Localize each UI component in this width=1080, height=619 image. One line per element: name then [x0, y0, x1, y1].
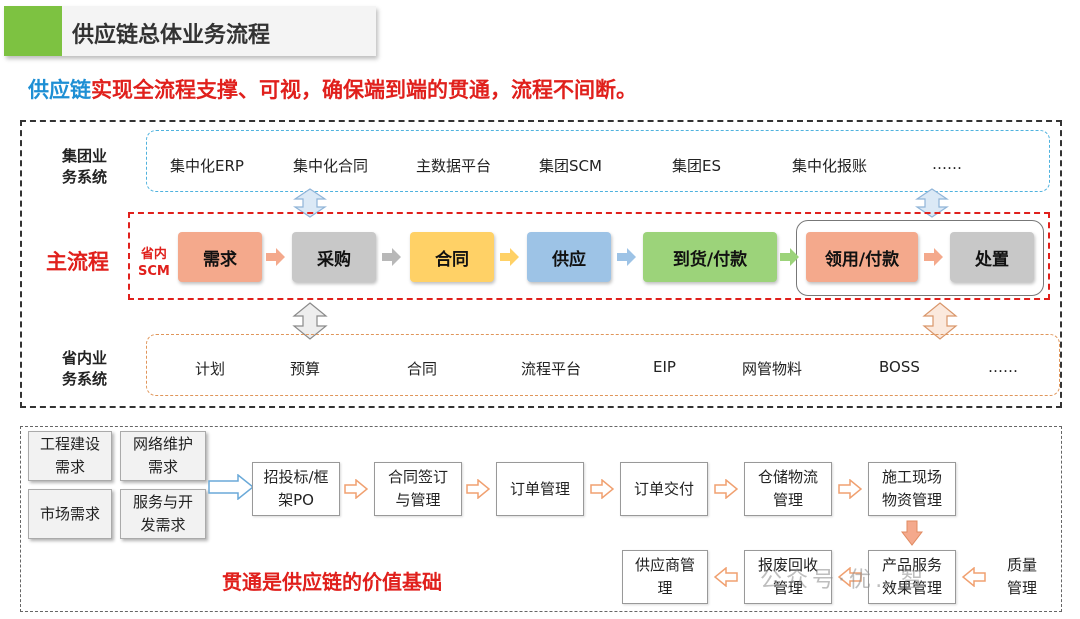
province-system-item: 合同: [407, 360, 438, 378]
province-system-item: 流程平台: [521, 360, 582, 378]
flow-step: 采购: [292, 232, 376, 282]
watermark: 公众号·优…智: [760, 568, 927, 593]
province-systems-label: 省内业 务系统: [62, 349, 108, 388]
subtitle-highlight: 供应链: [28, 78, 91, 102]
subtitle-rest: 实现全流程支撑、可视，确保端到端的贯通，流程不间断。: [91, 78, 637, 102]
double-arrow-icon: [915, 188, 949, 218]
arrow-right-icon: [208, 474, 254, 500]
main-flow-label: 主流程: [46, 250, 109, 274]
process-box: 报废回收管理: [744, 550, 832, 604]
province-system-item: 预算: [290, 360, 321, 378]
arrow-right-icon: [714, 479, 738, 499]
double-arrow-icon: [292, 302, 328, 340]
arrow-right-icon: [344, 479, 368, 499]
flow-step: 需求: [178, 232, 262, 282]
arrow-right-icon: [500, 248, 519, 266]
flow-step: 处置: [950, 232, 1034, 282]
province-system-item: ……: [988, 358, 1018, 376]
arrow-right-icon: [838, 479, 862, 499]
group-system-item: ……: [932, 155, 962, 173]
group-system-item: 集中化ERP: [170, 157, 244, 175]
double-arrow-icon: [922, 302, 958, 340]
scm-label: 省内 SCM: [138, 247, 170, 279]
arrow-right-icon: [590, 479, 614, 499]
process-box: 产品服务效果管理: [868, 550, 956, 604]
arrow-right-icon: [266, 248, 285, 266]
arrow-left-icon: [838, 567, 862, 587]
arrow-right-icon: [924, 248, 943, 266]
double-arrow-icon: [293, 188, 327, 218]
province-system-item: 计划: [195, 360, 226, 378]
process-box: 供应商管理: [622, 550, 708, 604]
requirement-box: 工程建设需求: [28, 431, 112, 481]
process-box: 施工现场物资管理: [868, 462, 956, 516]
system-frame: [20, 120, 1062, 408]
process-box: 质量管理: [1006, 556, 1037, 597]
main-flow-box: [128, 212, 1050, 300]
requirement-box: 网络维护需求: [120, 431, 206, 481]
province-system-item: BOSS: [879, 358, 920, 376]
group-system-item: 集团SCM: [539, 157, 602, 175]
process-box: 仓储物流管理: [744, 462, 832, 516]
foundation-statement: 贯通是供应链的价值基础: [222, 570, 442, 594]
province-system-item: EIP: [653, 358, 676, 376]
province-systems-box: [146, 334, 1060, 396]
arrow-left-icon: [714, 567, 738, 587]
group-system-item: 集中化合同: [293, 157, 369, 175]
group-system-item: 集团ES: [672, 157, 721, 175]
arrow-right-icon: [617, 248, 636, 266]
group-system-item: 集中化报账: [792, 157, 868, 175]
arrow-right-icon: [780, 248, 799, 266]
title-accent-block: [4, 6, 62, 56]
requirement-box: 服务与开发需求: [120, 489, 206, 539]
process-box: 招投标/框架PO: [252, 462, 340, 516]
flow-step: 合同: [410, 232, 494, 282]
process-frame: [20, 426, 1062, 612]
arrow-right-icon: [382, 248, 401, 266]
flow-step: 到货/付款: [643, 232, 777, 282]
group-systems-box: [146, 130, 1050, 192]
flow-step: 供应: [527, 232, 611, 282]
process-box: 订单管理: [496, 462, 584, 516]
requirement-box: 市场需求: [28, 489, 112, 539]
group-systems-label: 集团业 务系统: [62, 147, 108, 186]
process-box: 订单交付: [620, 462, 708, 516]
subtitle: 供应链实现全流程支撑、可视，确保端到端的贯通，流程不间断。: [28, 74, 637, 104]
arrow-right-icon: [466, 479, 490, 499]
group-system-item: 主数据平台: [416, 157, 492, 175]
arrow-left-icon: [962, 567, 986, 587]
page-title: 供应链总体业务流程: [72, 23, 271, 48]
arrow-down-icon: [901, 520, 923, 546]
province-system-item: 网管物料: [742, 360, 803, 378]
title-banner: [4, 6, 376, 56]
flow-step: 领用/付款: [806, 232, 918, 282]
process-box: 合同签订与管理: [374, 462, 462, 516]
